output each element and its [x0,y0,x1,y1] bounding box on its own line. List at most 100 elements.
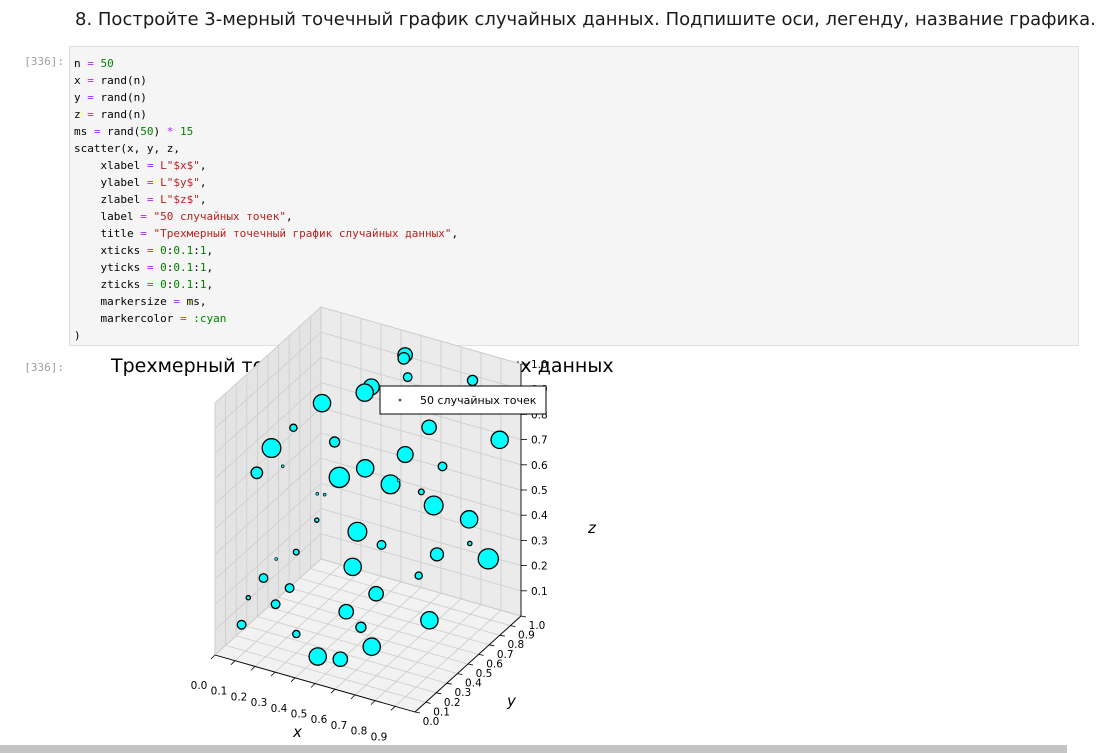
y-tick-label: 0.9 [518,630,535,642]
x-tick [250,666,256,671]
y-axis-label: y [506,692,517,710]
code-line: ylabel = L"$y$", [74,176,207,189]
grid-line [334,592,442,690]
data-point [417,488,425,496]
data-point [308,647,328,666]
data-point [328,466,351,489]
data-point [292,548,300,556]
data-point [236,619,247,630]
y-tick-label: 0.8 [507,639,524,651]
x-tick [330,688,336,694]
x-tick [270,671,276,677]
code-line: title = "Трехмерный точечный график случ… [74,227,459,240]
data-point [355,383,375,402]
data-point [313,517,320,523]
grid-line [214,432,322,530]
x-tick [350,694,356,700]
code-cell[interactable]: n = 50 x = rand(n) y = rand(n) z = rand(… [69,46,1079,346]
x-tick-label: 0.6 [311,714,328,726]
data-point [414,571,423,580]
legend: 50 случайных точек [379,385,547,415]
grid-line [320,306,522,365]
z-tick-label: 0.2 [531,561,548,573]
data-point [368,585,384,602]
x-tick-label: 0.7 [331,720,348,732]
z-tick-label: 1.0 [531,359,548,371]
x-tick-label: 0.9 [371,731,388,743]
code-line: xticks = 0:0.1:1, [74,244,214,257]
x-tick [210,654,216,660]
code-line: n = 50 [74,57,114,70]
code-line: zticks = 0:0.1:1, [74,278,214,291]
grid-line [320,432,522,491]
code-line: ) [74,329,81,342]
code-line: scatter(x, y, z, [74,142,180,155]
data-point [380,474,401,495]
data-point [292,629,301,639]
y-tick-label: 0.3 [454,687,471,699]
legend-label: 50 случайных точек [420,394,537,407]
z-tick-label: 0.6 [531,460,548,472]
grid-line [214,331,322,429]
data-point [338,603,355,620]
data-point [355,459,375,478]
x-tick [390,706,396,711]
x-tick [370,700,376,705]
data-point [437,461,448,472]
code-editor[interactable]: n = 50 x = rand(n) y = rand(n) z = rand(… [74,55,458,344]
code-line: zlabel = L"$z$", [74,193,207,206]
x-tick [230,660,236,665]
grid-line [354,598,462,696]
y-tick [489,644,495,647]
data-point [423,495,444,516]
output-prompt: [336]: [24,361,64,374]
y-tick-label: 0.2 [444,697,461,709]
grid-line [214,357,322,454]
grid-line [299,577,500,636]
grid-line [320,331,522,390]
y-tick-label: 0.4 [465,678,482,690]
data-point [270,599,281,610]
y-tick-label: 0.6 [486,658,503,670]
y-tick [414,711,421,714]
scatter3d-plot: Трехмерный точечный график случайных дан… [110,305,614,743]
data-point [322,492,327,497]
input-prompt: [336]: [24,55,64,68]
data-point [328,436,341,448]
y-tick-label: 1.0 [529,620,546,632]
data-point [312,393,332,413]
grid-line [214,382,322,479]
data-point [315,491,320,496]
x-tick-label: 0.8 [351,726,368,738]
y-tick [467,663,474,666]
grid-line [289,587,490,646]
y-tick [425,702,431,704]
markdown-cell[interactable]: 8. Постройте 3-мерный точечный график сл… [75,9,1096,30]
data-point [355,621,367,633]
data-point [274,557,278,561]
data-point [289,423,298,433]
grid-line [278,597,479,655]
y-tick-label: 0.0 [423,716,440,728]
code-line: yticks = 0:0.1:1, [74,261,214,274]
bottom-scrollbar[interactable] [0,745,1067,753]
code-line: markercolor = :cyan [74,312,227,325]
x-tick [290,677,296,683]
data-point [343,557,362,577]
data-point [332,651,349,668]
y-tick [436,692,442,695]
grid-line [374,604,482,701]
code-line: y = rand(n) [74,91,147,104]
data-point [459,510,479,529]
data-point [466,540,473,547]
code-line: z = rand(n) [74,108,147,121]
task-text: 8. Постройте 3-мерный точечный график сл… [75,9,1096,30]
data-point [362,637,382,657]
x-tick-label: 0.4 [271,703,288,715]
y-tick [478,654,484,656]
data-point [421,419,437,436]
data-point [490,430,509,450]
y-tick-label: 0.7 [497,649,514,661]
data-point [284,583,295,594]
